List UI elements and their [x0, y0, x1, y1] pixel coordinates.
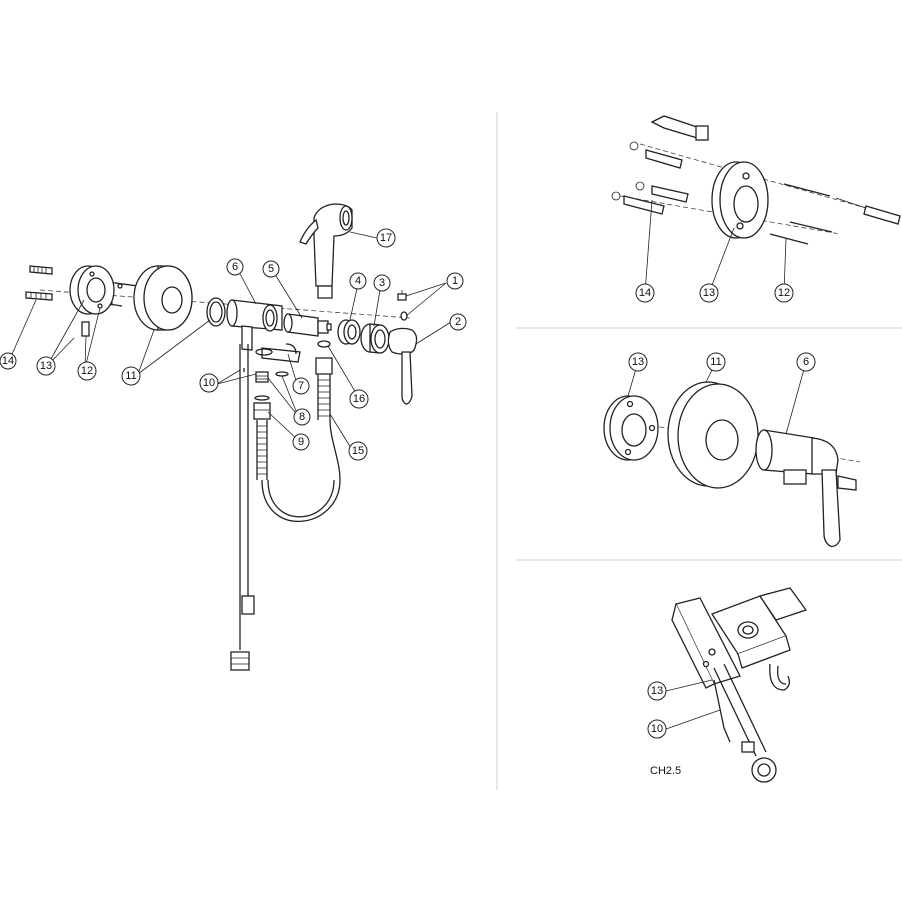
- callout-11: 11: [706, 352, 726, 372]
- callout-6: 6: [226, 258, 244, 276]
- svg-text:4: 4: [355, 275, 361, 287]
- svg-text:8: 8: [299, 411, 305, 423]
- callout-13: 13: [36, 356, 56, 376]
- callout-10: 10: [199, 373, 219, 393]
- screw-cap-1: [397, 290, 408, 321]
- cover-plate-11: [133, 265, 193, 331]
- callout-13: 13: [628, 352, 648, 372]
- wall-anchors-left: [25, 265, 53, 301]
- lever-handle-2: [387, 327, 418, 405]
- svg-text:13: 13: [703, 287, 715, 299]
- svg-text:10: 10: [203, 377, 215, 389]
- svg-text:12: 12: [81, 365, 93, 377]
- svg-text:13: 13: [632, 356, 644, 368]
- svg-text:11: 11: [710, 356, 721, 368]
- callout-13: 13: [647, 681, 667, 701]
- sleeve-3: [360, 323, 390, 354]
- hand-shower-17: [299, 203, 353, 299]
- hose-nut-9: [253, 402, 271, 480]
- detail-view-bottom: [665, 587, 808, 783]
- hex-key-size-label: CH2.5: [650, 765, 681, 777]
- svg-text:9: 9: [298, 436, 304, 448]
- shower-hose: [261, 419, 341, 522]
- cartridge-5: [283, 313, 332, 337]
- callouts-middle-right: 13 11 6: [628, 352, 816, 372]
- panel-separators: [496, 112, 902, 790]
- svg-text:13: 13: [40, 360, 52, 372]
- svg-text:2: 2: [455, 316, 461, 328]
- mounting-flange-13: [69, 265, 115, 337]
- svg-text:13: 13: [651, 685, 663, 697]
- callout-12: 12: [77, 361, 97, 381]
- valve-body-6: [226, 299, 283, 351]
- callout-7: 7: [292, 377, 310, 395]
- svg-text:14: 14: [639, 287, 651, 299]
- callout-16: 16: [349, 389, 369, 409]
- callout-17: 17: [376, 228, 396, 248]
- callout-15: 15: [348, 441, 368, 461]
- callout-14: 14: [635, 283, 655, 303]
- callout-5: 5: [262, 260, 280, 278]
- assembled-view-middle: [603, 361, 861, 548]
- callout-9: 9: [292, 433, 310, 451]
- svg-text:7: 7: [298, 380, 304, 392]
- main-exploded-view: [8, 203, 452, 671]
- callout-1: 1: [446, 272, 464, 290]
- installation-view-top: [611, 115, 901, 294]
- callout-13: 13: [699, 283, 719, 303]
- callout-6: 6: [796, 352, 816, 372]
- callout-8: 8: [293, 408, 311, 426]
- svg-text:6: 6: [803, 356, 809, 368]
- svg-text:10: 10: [651, 723, 663, 735]
- supply-hoses-10: [230, 344, 255, 671]
- callouts-main: 1 2 3 4 5 6 7 8 9 10 11 12 13 14 15 16 1…: [0, 228, 467, 461]
- svg-text:1: 1: [452, 275, 458, 287]
- callout-14: 14: [0, 352, 17, 370]
- callout-4: 4: [349, 272, 367, 290]
- hose-spring-15: [315, 340, 333, 420]
- callouts-top-right: 14 13 12: [635, 283, 794, 303]
- svg-text:11: 11: [125, 370, 136, 382]
- callouts-bottom-right: 13 10 CH2.5: [647, 681, 681, 777]
- callout-11: 11: [121, 366, 141, 386]
- svg-text:6: 6: [232, 261, 238, 273]
- callout-10: 10: [647, 719, 667, 739]
- callout-3: 3: [373, 274, 391, 292]
- svg-text:16: 16: [353, 393, 365, 405]
- svg-text:17: 17: [380, 232, 392, 244]
- hose-bracket-7: [255, 343, 301, 363]
- svg-text:14: 14: [2, 355, 14, 367]
- callout-2: 2: [449, 313, 467, 331]
- bonnet-nut-4: [337, 319, 361, 345]
- callout-12: 12: [774, 283, 794, 303]
- svg-text:3: 3: [379, 277, 385, 289]
- fittings-8: [254, 371, 289, 401]
- svg-text:12: 12: [778, 287, 790, 299]
- svg-text:15: 15: [352, 445, 364, 457]
- svg-text:5: 5: [268, 263, 274, 275]
